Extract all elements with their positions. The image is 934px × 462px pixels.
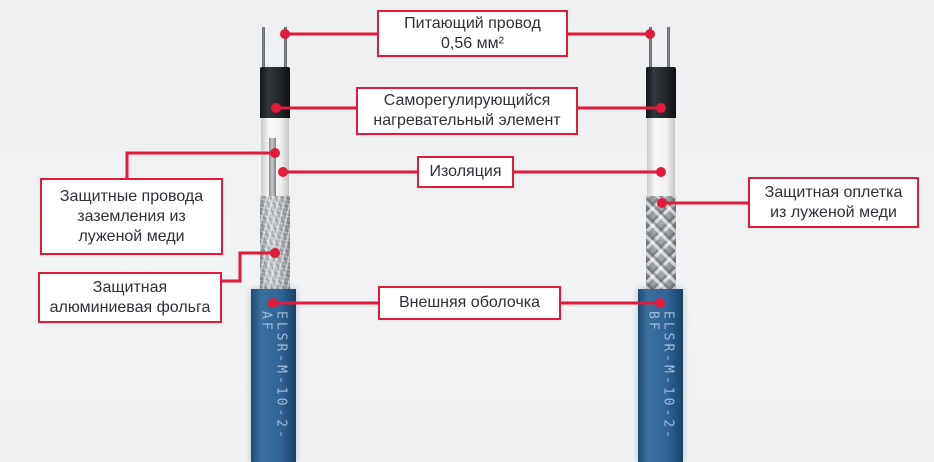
connector-sheath bbox=[268, 298, 665, 308]
power-wire-left-1 bbox=[262, 27, 265, 68]
label-outer-sheath: Внешняя оболочка bbox=[378, 286, 561, 320]
connector-braid bbox=[657, 198, 750, 208]
label-aluminum-foil: Защитная алюминиевая фольга bbox=[38, 272, 222, 323]
connector-insulation bbox=[278, 167, 666, 177]
connector-foil bbox=[221, 248, 280, 283]
outer-sheath-right: ELSR-M-10-2-BF bbox=[638, 289, 683, 462]
insulation-right bbox=[647, 118, 675, 196]
connector-power-wire bbox=[280, 29, 655, 39]
cable-marking-left: ELSR-M-10-2-AF bbox=[258, 311, 289, 441]
connector-heating-element bbox=[271, 103, 666, 113]
label-power-wire: Питающий провод 0,56 мм² bbox=[377, 10, 568, 57]
connector-ground-wires bbox=[125, 148, 280, 180]
power-wire-left-2 bbox=[284, 27, 287, 68]
label-ground-wires: Защитные провода заземления из луженой м… bbox=[40, 178, 223, 255]
power-wire-right-1 bbox=[649, 27, 652, 68]
aluminum-foil-segment bbox=[260, 196, 290, 289]
label-heating-element: Саморегулирующийся нагревательный элемен… bbox=[356, 87, 578, 135]
cable-marking-right: ELSR-M-10-2-BF bbox=[645, 311, 676, 441]
copper-braid-segment bbox=[646, 196, 676, 289]
label-insulation: Изоляция bbox=[417, 156, 514, 188]
outer-sheath-left: ELSR-M-10-2-AF bbox=[251, 289, 296, 462]
label-copper-braid: Защитная оплетка из луженой меди bbox=[748, 177, 919, 228]
power-wire-right-2 bbox=[667, 27, 670, 68]
ground-wire-exposed bbox=[269, 138, 276, 196]
